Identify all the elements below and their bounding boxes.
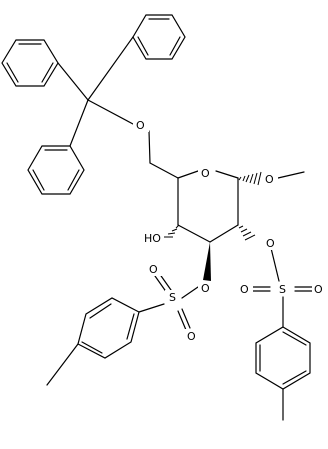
c4-hash-bond: [164, 224, 180, 238]
tosyl-3-ring: [77, 297, 140, 359]
trityl-phenyl-left: [1, 39, 59, 87]
tosyl-2-oxo-oxygen-b-label: O: [314, 283, 323, 296]
hydroxyl-label: HO: [144, 232, 161, 245]
tosyl-3-oxo-oxygen-a-label: O: [149, 263, 158, 276]
c2-hash-bond: [238, 225, 256, 241]
tosyl-2-ring: [255, 326, 311, 390]
c3-wedge-bond: [203, 242, 211, 281]
anomeric-hash-bond: [238, 171, 262, 186]
tosyl-2-oxo-oxygen-a-label: O: [240, 283, 249, 296]
tosyl-2-sulfur-label: S: [279, 283, 286, 296]
atom-label-layer: O O O HO O S O O O S O O: [133, 118, 326, 343]
trityl-phenyl-top: [132, 14, 186, 60]
tosyl-3-sulfur-label: S: [169, 291, 176, 304]
ring-oxygen-label: O: [201, 167, 210, 180]
methoxy-oxygen-label: O: [265, 173, 274, 186]
trityl-phenyl-bottom: [27, 145, 85, 195]
tosyl-3-ester-oxygen-label: O: [201, 282, 210, 295]
bond-layer: [1, 14, 313, 421]
trityl-ether-oxygen-label: O: [136, 119, 145, 132]
tosyl-2-ester-oxygen-label: O: [266, 237, 275, 250]
tosyl-3-oxo-oxygen-b-label: O: [187, 330, 196, 343]
